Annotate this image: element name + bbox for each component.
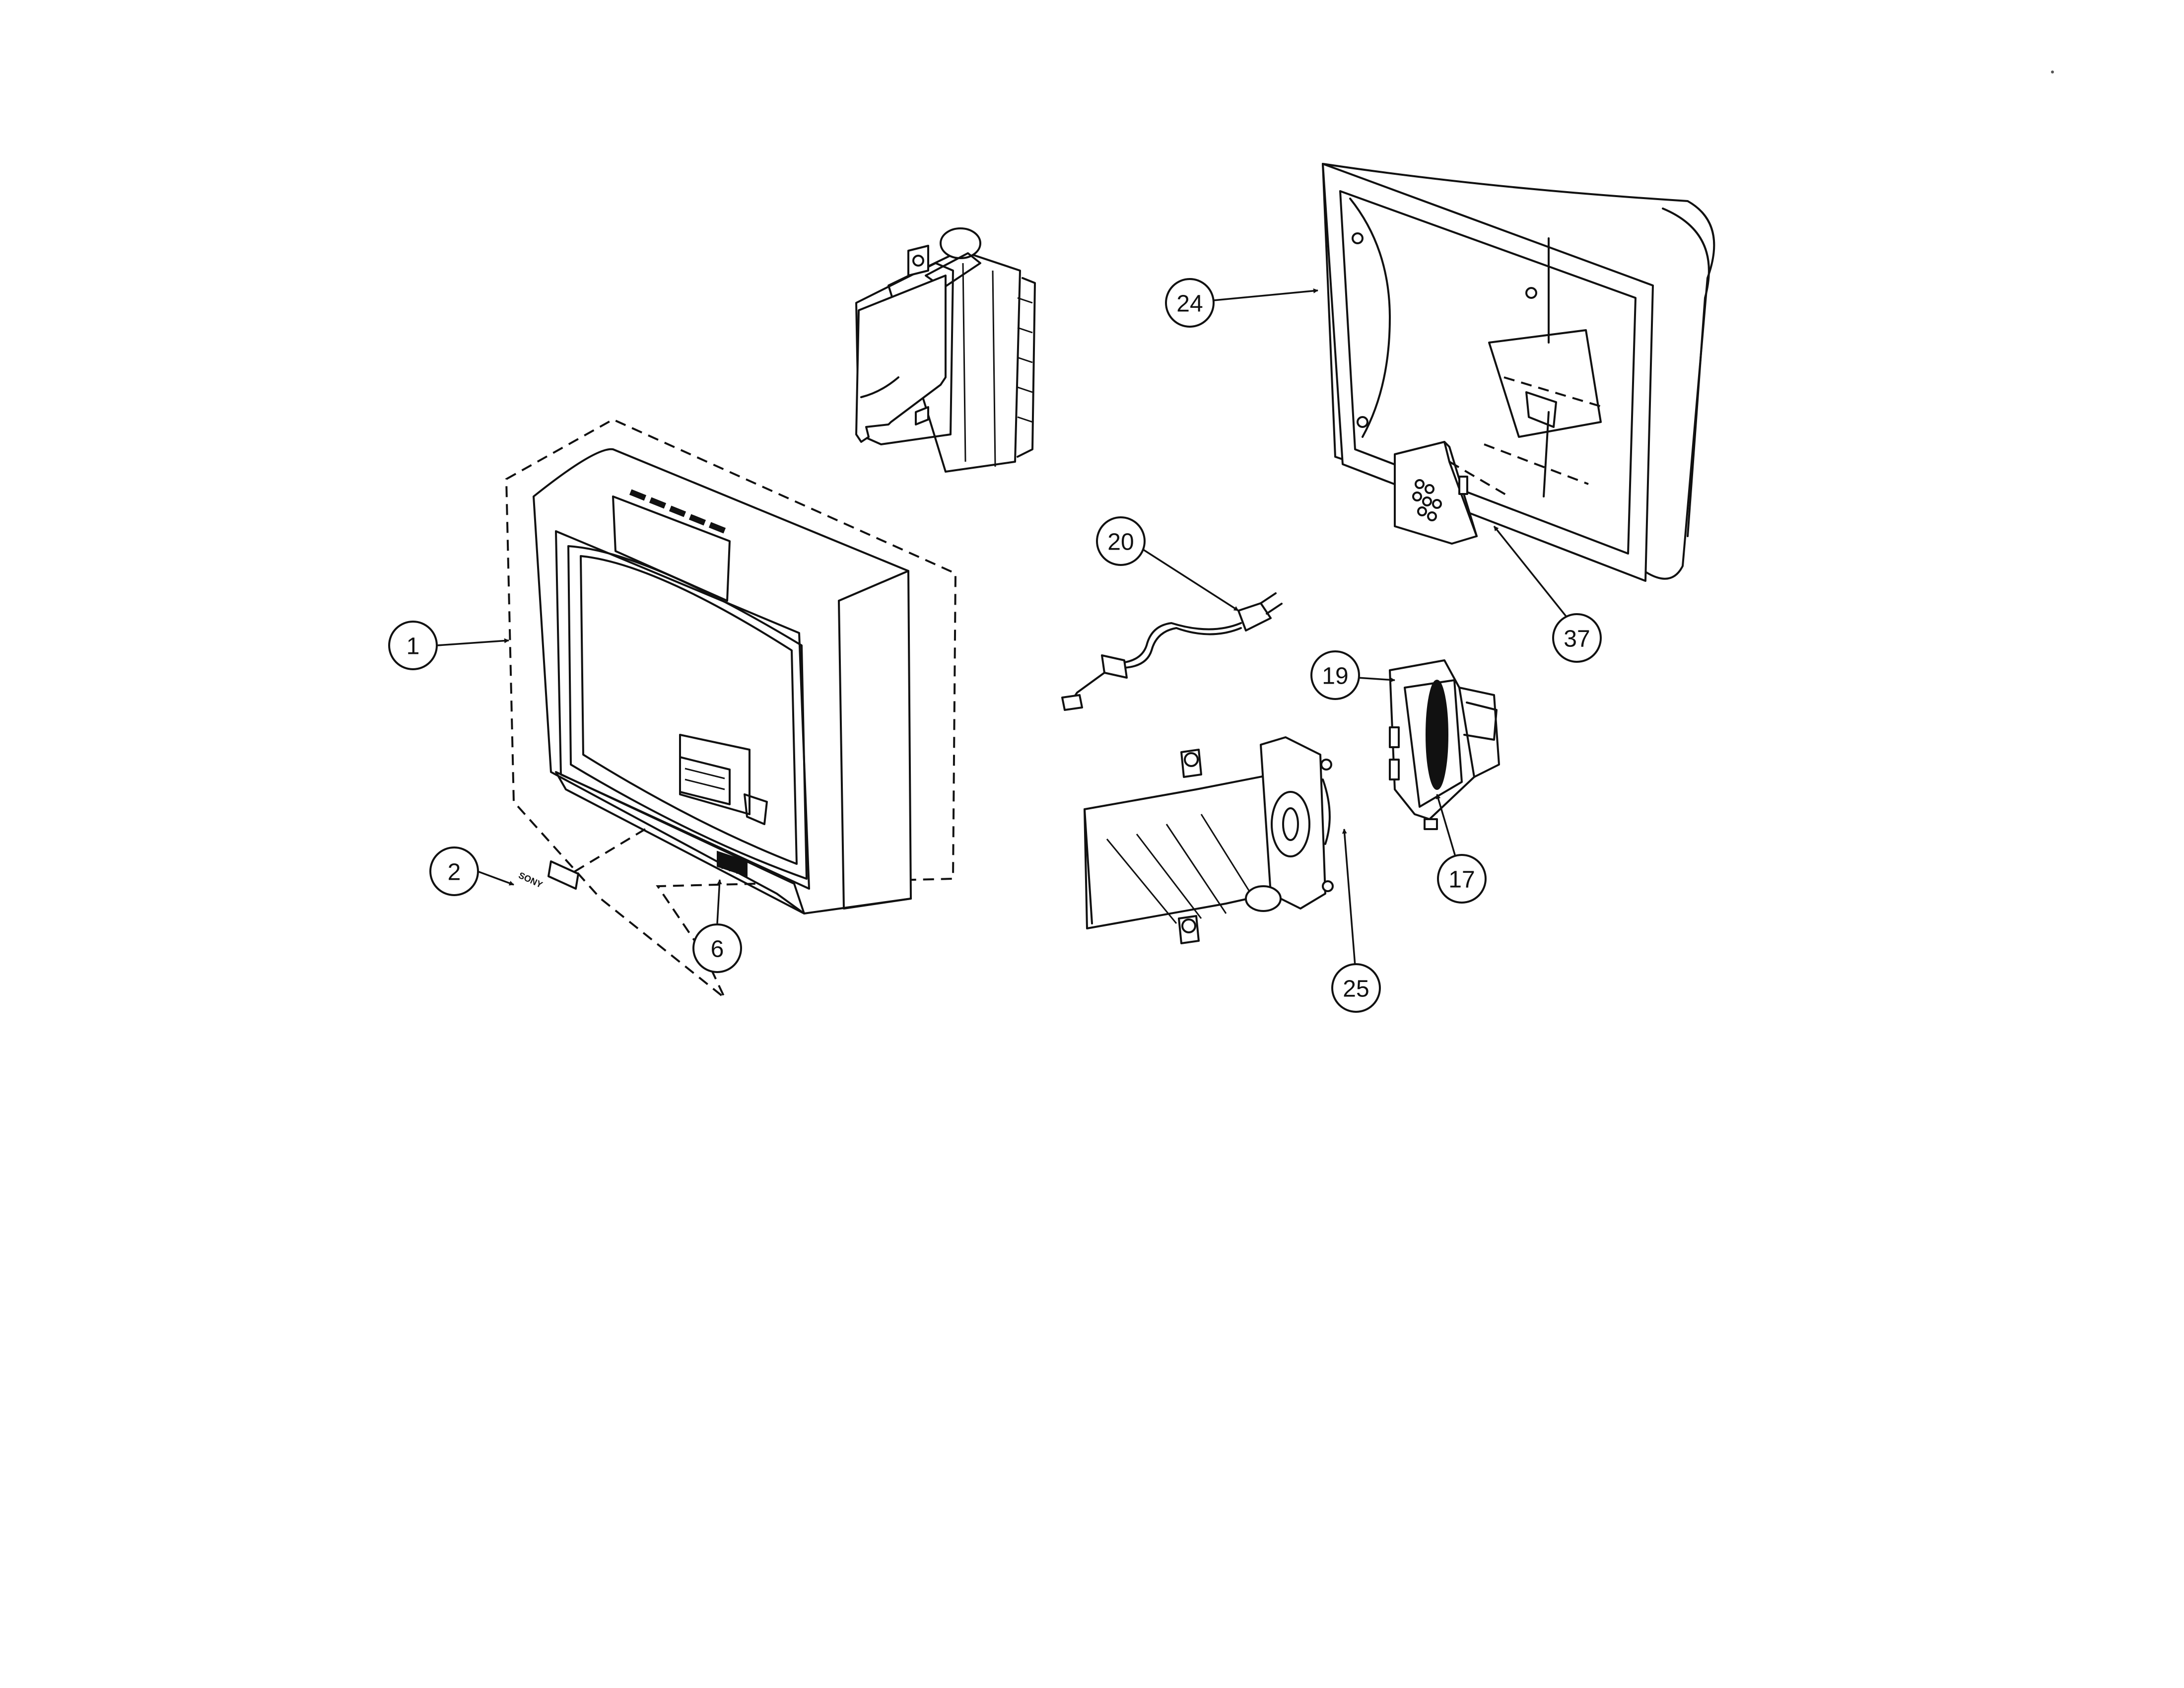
callout-1: 1 xyxy=(388,621,438,670)
callout-24: 24 xyxy=(1165,278,1215,328)
front-lip xyxy=(555,771,805,914)
svg-text:19: 19 xyxy=(1322,663,1348,690)
svg-text:20: 20 xyxy=(1107,529,1134,556)
callout-25: 25 xyxy=(1331,963,1381,1013)
bottom-control-panel xyxy=(717,850,748,877)
callout-20: 20 xyxy=(1096,516,1146,566)
svg-text:25: 25 xyxy=(1343,976,1369,1002)
callout-19: 19 xyxy=(1310,650,1360,700)
callout-17: 17 xyxy=(1437,854,1487,904)
speaker-mount-plate xyxy=(855,275,947,443)
neck-board xyxy=(1394,441,1510,545)
front-cabinet xyxy=(505,418,957,999)
top-control-recess xyxy=(612,495,731,602)
cabinet-assembly-outline xyxy=(505,418,957,999)
svg-text:37: 37 xyxy=(1564,626,1590,652)
svg-text:24: 24 xyxy=(1176,291,1203,317)
lower-speaker-box xyxy=(1389,659,1500,830)
logo-text: SONY xyxy=(517,870,545,890)
callout-6: 6 xyxy=(692,923,742,973)
callout-leaders xyxy=(436,288,1574,966)
svg-text:2: 2 xyxy=(448,859,461,886)
speaker-cone xyxy=(1426,680,1448,790)
svg-text:6: 6 xyxy=(711,936,724,963)
lower-speaker-horn xyxy=(1084,736,1334,944)
svg-text:1: 1 xyxy=(407,633,420,660)
top-control-buttons xyxy=(629,489,726,534)
picture-tube xyxy=(1322,163,1715,582)
callout-37: 37 xyxy=(1552,613,1602,663)
front-control-board xyxy=(679,756,768,825)
callout-2: 2 xyxy=(429,846,479,896)
screen-window xyxy=(567,545,808,880)
svg-text:17: 17 xyxy=(1448,867,1475,893)
logo-badge: SONY xyxy=(517,860,579,890)
power-cord xyxy=(1061,592,1283,711)
upper-speaker-assembly xyxy=(855,227,1036,473)
scan-speck xyxy=(2051,70,2054,73)
